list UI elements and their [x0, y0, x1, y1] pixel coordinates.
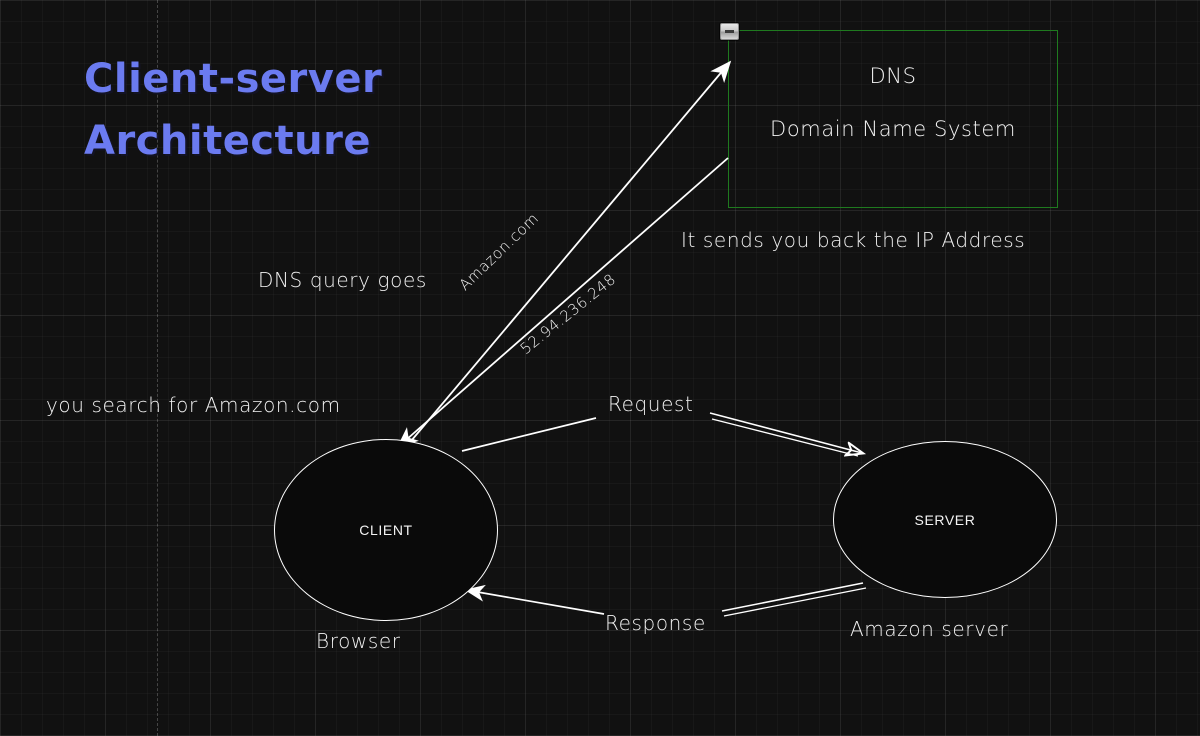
- label-ip-value: 52.94.236.248: [516, 270, 620, 358]
- client-node-label: CLIENT: [359, 522, 413, 538]
- page-title: Client-server Architecture: [84, 56, 383, 164]
- minus-glyph: [725, 30, 734, 33]
- connector-request-b: [711, 418, 859, 457]
- label-response: Response: [605, 611, 706, 635]
- connector-request-a: [709, 412, 862, 453]
- caption-amazon-server: Amazon server: [850, 617, 1009, 641]
- label-query-value: Amazon.com: [455, 209, 543, 294]
- dns-box-subtitle: Domain Name System: [770, 117, 1016, 141]
- dns-box-title: DNS: [869, 64, 917, 88]
- minus-icon[interactable]: [720, 23, 739, 40]
- connector-client-to-dns: [405, 60, 732, 448]
- server-node[interactable]: SERVER: [833, 441, 1057, 598]
- connector-response-a: [721, 582, 864, 612]
- connector-request-stem: [461, 417, 597, 452]
- label-request: Request: [608, 392, 694, 416]
- dns-box[interactable]: DNS Domain Name System: [720, 23, 1058, 208]
- label-search-amazon: you search for Amazon.com: [46, 393, 341, 417]
- label-dns-reply: It sends you back the IP Address: [681, 228, 1026, 252]
- connector-response-b: [723, 587, 867, 617]
- label-dns-query: DNS query goes: [258, 268, 427, 292]
- connector-response-stem: [464, 584, 605, 615]
- client-node[interactable]: CLIENT: [274, 439, 498, 621]
- vertical-guide-line: [157, 0, 158, 736]
- caption-browser: Browser: [316, 629, 401, 653]
- server-node-label: SERVER: [914, 511, 976, 528]
